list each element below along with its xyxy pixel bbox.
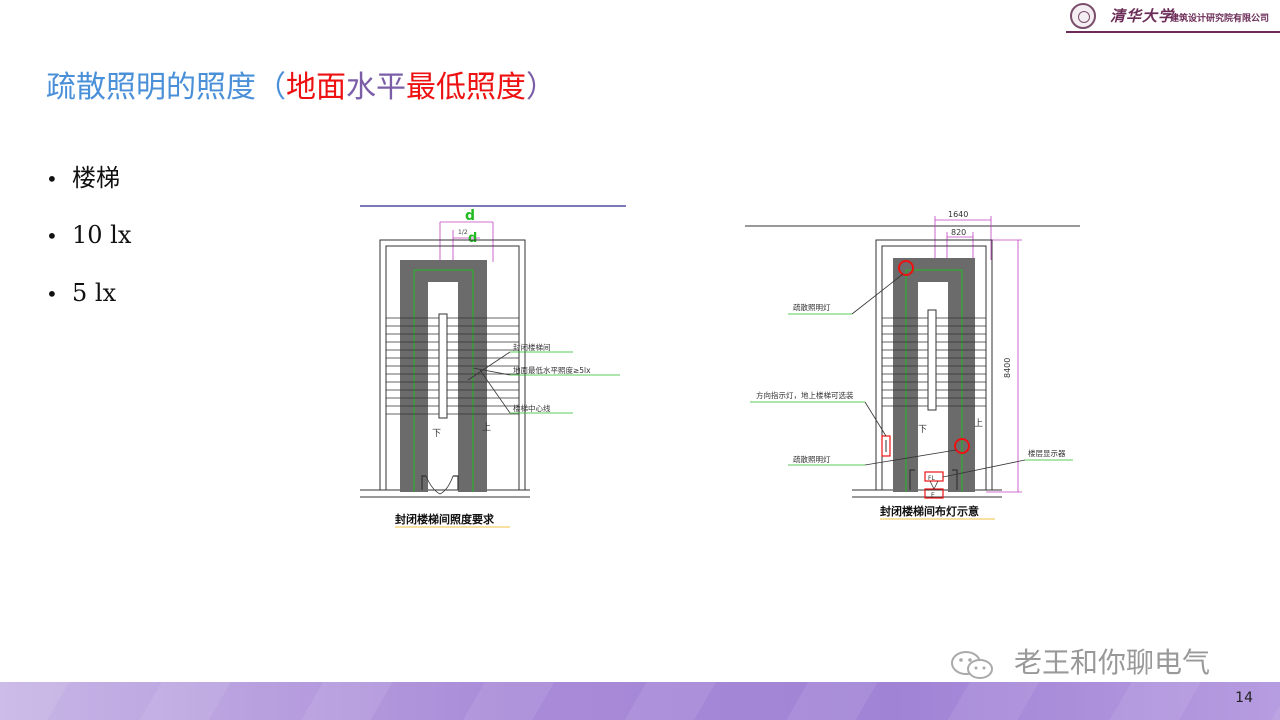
title-part-2: 地面 (286, 70, 346, 105)
title-part-5: ） (526, 70, 556, 105)
header-logo: 清华大学 建筑设计研究院有限公司 (1066, 0, 1280, 33)
watermark-text: 老王和你聊电气 (1014, 646, 1211, 679)
dim-d-label: d (465, 208, 475, 224)
bullet-text: 5 lx (72, 279, 117, 307)
university-name: 清华大学 (1110, 7, 1175, 25)
wechat-icon (951, 651, 993, 679)
header-divider (1066, 31, 1280, 33)
up-mark: 上 (482, 422, 491, 433)
bullet-item: • 5 lx (46, 278, 116, 309)
floor-display-icon (924, 471, 944, 482)
bullet-text: 楼梯 (72, 164, 120, 192)
title-part-1: 疏散照明的照度（ (46, 70, 286, 105)
bullet-dot-icon: • (46, 167, 58, 191)
dim-820-label: 820 (951, 228, 966, 237)
organization-name: 建筑设计研究院有限公司 (1170, 14, 1270, 24)
bullet-item: • 楼梯 (46, 163, 120, 194)
label-evac-light-bottom: 疏散照明灯 (793, 454, 831, 464)
label-floor-display: 楼层显示器 (1028, 448, 1066, 458)
label-enclosed-stairwell: 封闭楼梯间 (513, 342, 551, 352)
dim-half-d-label: d (468, 231, 477, 246)
label-direction-sign: 方向指示灯，地上楼梯可选装 (756, 390, 854, 400)
stair-treads (386, 317, 519, 415)
evacuation-light-icon (954, 438, 970, 454)
bullet-item: • 10 lx (46, 220, 131, 251)
stairwell-illuminance-diagram: d 1/2 d 下 上 封闭楼梯间 地面最低水平照度≥5lx 楼梯中心线 封闭楼… (360, 205, 626, 528)
up-mark: 上 (974, 418, 983, 429)
dim-half-label: 1/2 (458, 229, 468, 236)
bullet-text: 10 lx (72, 221, 132, 249)
label-stair-centerline: 楼梯中心线 (513, 403, 551, 413)
caption-right: 封闭楼梯间布灯示意 (880, 504, 979, 518)
floor-sign-fl: FL (928, 475, 935, 482)
bullet-dot-icon: • (46, 224, 58, 248)
title-part-3: 水平 (346, 70, 406, 105)
slide-title: 疏散照明的照度（地面水平最低照度） (46, 68, 556, 108)
evacuation-light-icon (898, 260, 914, 276)
exit-sign-e: E (931, 492, 935, 499)
page-number: 14 (1235, 690, 1253, 706)
dim-8400-label: 8400 (1003, 358, 1012, 378)
dim-1640-label: 1640 (948, 210, 968, 219)
down-mark: 下 (918, 425, 927, 435)
down-mark: 下 (432, 429, 441, 439)
title-part-4: 最低照度 (406, 70, 526, 105)
bullet-dot-icon: • (46, 282, 58, 306)
stairwell-lighting-layout-diagram: 1640 820 8400 下 上 FL E 疏散照明灯 方向指示灯，地上楼梯可… (745, 210, 1080, 520)
footer-band (0, 682, 1280, 720)
caption-left: 封闭楼梯间照度要求 (395, 512, 495, 526)
university-seal-icon (1070, 3, 1096, 29)
label-min-illuminance: 地面最低水平照度≥5lx (513, 365, 591, 375)
label-evac-light-top: 疏散照明灯 (793, 302, 831, 312)
